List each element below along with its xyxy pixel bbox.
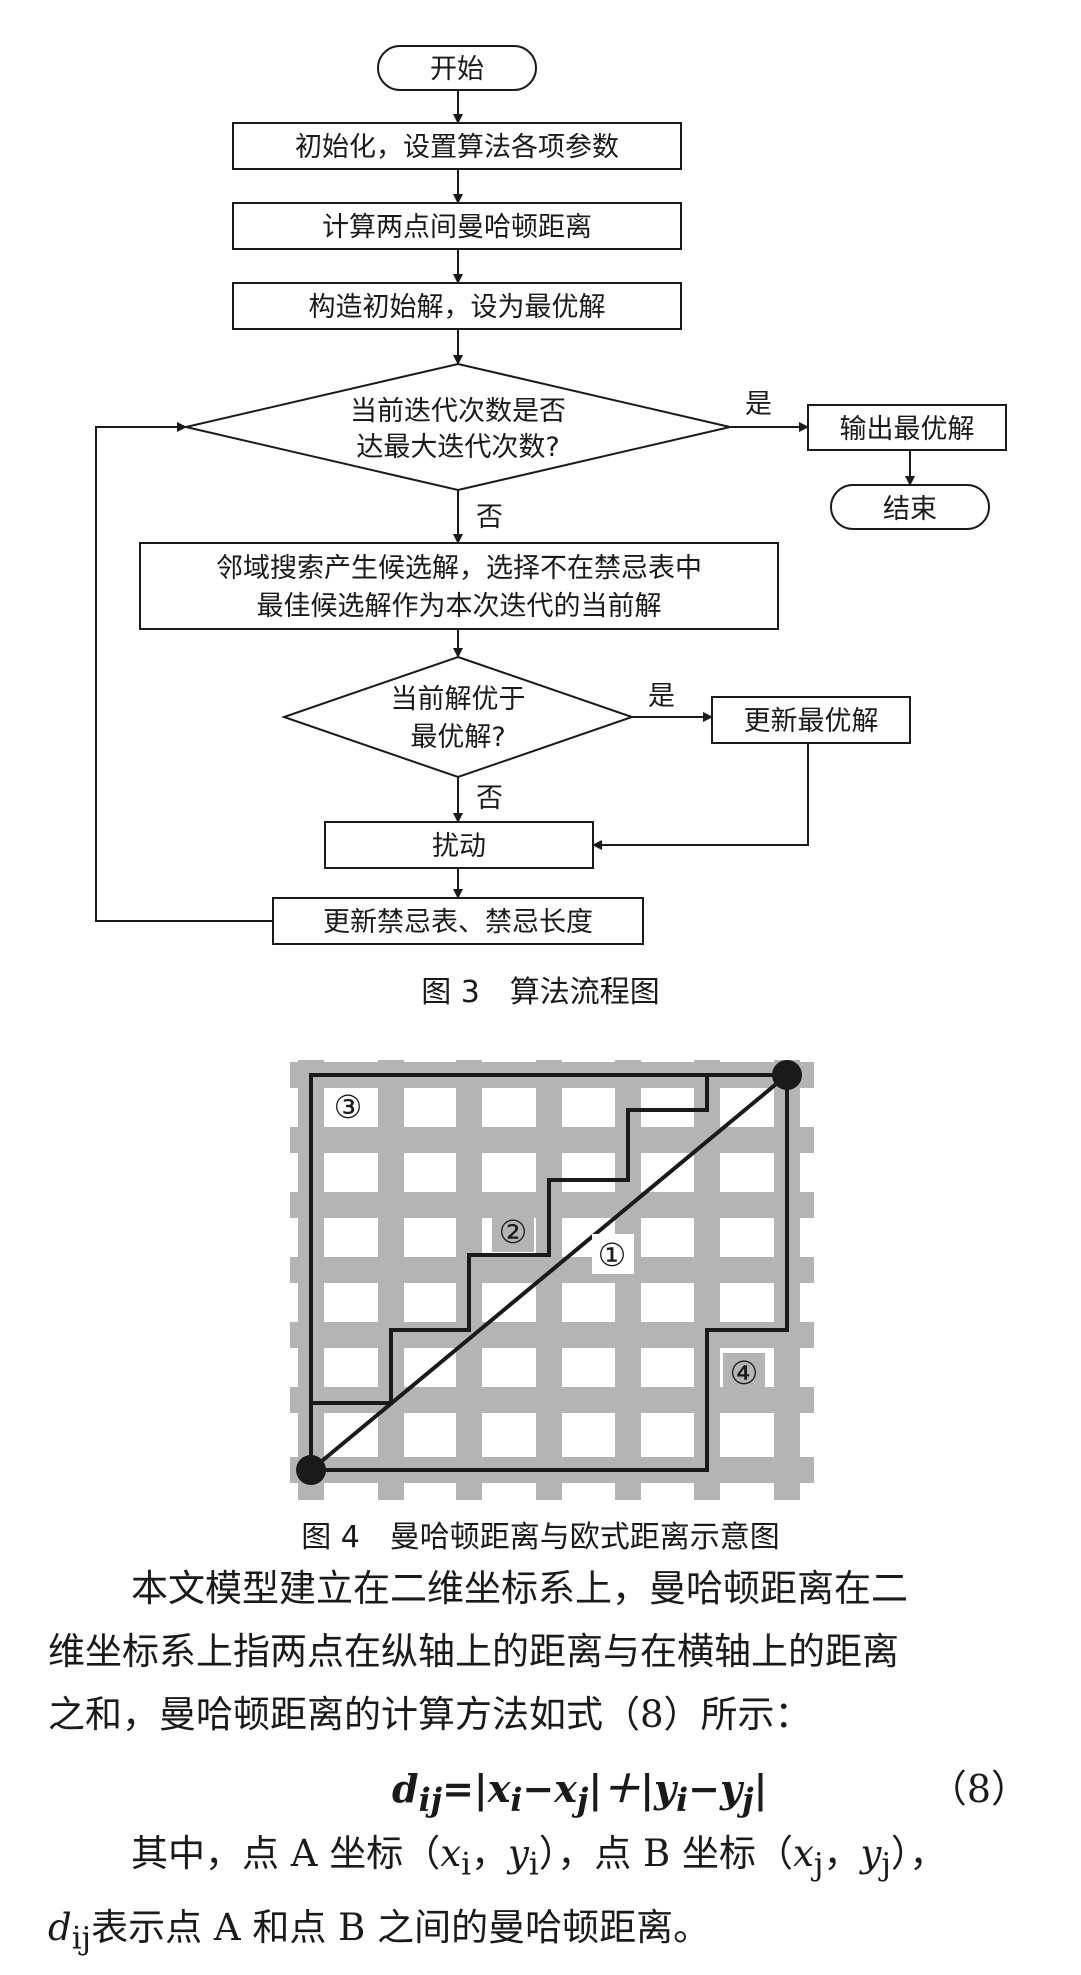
arrow-update-perturb: [592, 743, 809, 850]
figure3-caption: 图 3 算法流程图: [421, 975, 660, 1010]
decision1-line2: 达最大迭代次数?: [356, 432, 559, 463]
init-label: 初始化，设置算法各项参数: [295, 132, 619, 163]
search-line1: 邻域搜索产生候选解，选择不在禁忌表中: [216, 553, 702, 584]
better-decision: [280, 655, 636, 779]
figure4-caption: 图 4 曼哈顿距离与欧式距离示意图: [301, 1520, 780, 1555]
point-b: [772, 1060, 802, 1090]
paragraph-1-line-3: 之和，曼哈顿距离的计算方法如式（8）所示：: [48, 1693, 812, 1736]
yes-label-1: 是: [745, 389, 772, 420]
iteration-decision: [185, 362, 731, 492]
decision1-line1: 当前迭代次数是否: [350, 396, 566, 427]
label-3: ③: [334, 1088, 363, 1126]
formula-number: （8）: [928, 1767, 1029, 1811]
paragraph-1-line-1: 本文模型建立在二维坐标系上，曼哈顿距离在二: [131, 1567, 908, 1610]
search-line2: 最佳候选解作为本次迭代的当前解: [257, 591, 662, 622]
end-label: 结束: [883, 494, 937, 525]
top-left-path: [309, 1073, 787, 1470]
formula-8: dij=|xi−xj|＋|yi−yj| （8）: [0, 1758, 1081, 1819]
perturb-label: 扰动: [432, 831, 486, 862]
calc-label: 计算两点间曼哈顿距离: [322, 212, 592, 243]
label-2: ②: [499, 1213, 528, 1251]
no-label-1: 否: [476, 502, 503, 533]
paragraph-2: 其中，点 A 坐标（xi，yi），点 B 坐标（xj，yj）， dij表示点 A…: [48, 1822, 1048, 1971]
output-label: 输出最优解: [840, 414, 975, 445]
decision2-line1: 当前解优于: [391, 684, 526, 715]
no-label-2: 否: [476, 783, 503, 814]
arrow-loop-back: [95, 422, 273, 922]
paragraph-2-line-1: 其中，点 A 坐标（xi，yi），点 B 坐标（xj，yj），: [131, 1832, 947, 1883]
point-a: [296, 1455, 326, 1485]
paragraph-2-line-2: dij表示点 A 和点 B 之间的曼哈顿距离。: [48, 1906, 711, 1957]
flowchart: 开始 初始化，设置算法各项参数 计算两点间曼哈顿距离 构造初始解，设为最优解 当…: [95, 45, 1007, 945]
manhattan-diagram: ① ② ③ ④: [290, 1060, 814, 1500]
paragraph-1: 本文模型建立在二维坐标系上，曼哈顿距离在二 维坐标系上指两点在纵轴上的距离与在横…: [48, 1557, 1048, 1746]
label-4: ④: [730, 1354, 759, 1392]
yes-label-2: 是: [648, 681, 675, 712]
decision2-line2: 最优解?: [410, 722, 505, 753]
update-tabu-label: 更新禁忌表、禁忌长度: [323, 907, 593, 938]
grid-street-horizontal: [290, 1322, 814, 1348]
grid-street-horizontal: [290, 1127, 814, 1153]
paragraph-1-line-2: 维坐标系上指两点在纵轴上的距离与在横轴上的距离: [48, 1630, 899, 1673]
formula-expression: dij=|xi−xj|＋|yi−yj|: [392, 1766, 768, 1819]
label-1: ①: [598, 1236, 627, 1274]
construct-label: 构造初始解，设为最优解: [309, 292, 606, 323]
bottom-right-path: [311, 1075, 789, 1472]
update-best-label: 更新最优解: [744, 706, 879, 737]
grid-street-horizontal: [290, 1192, 814, 1218]
staircase-path: [309, 1073, 787, 1470]
start-label: 开始: [430, 54, 484, 85]
